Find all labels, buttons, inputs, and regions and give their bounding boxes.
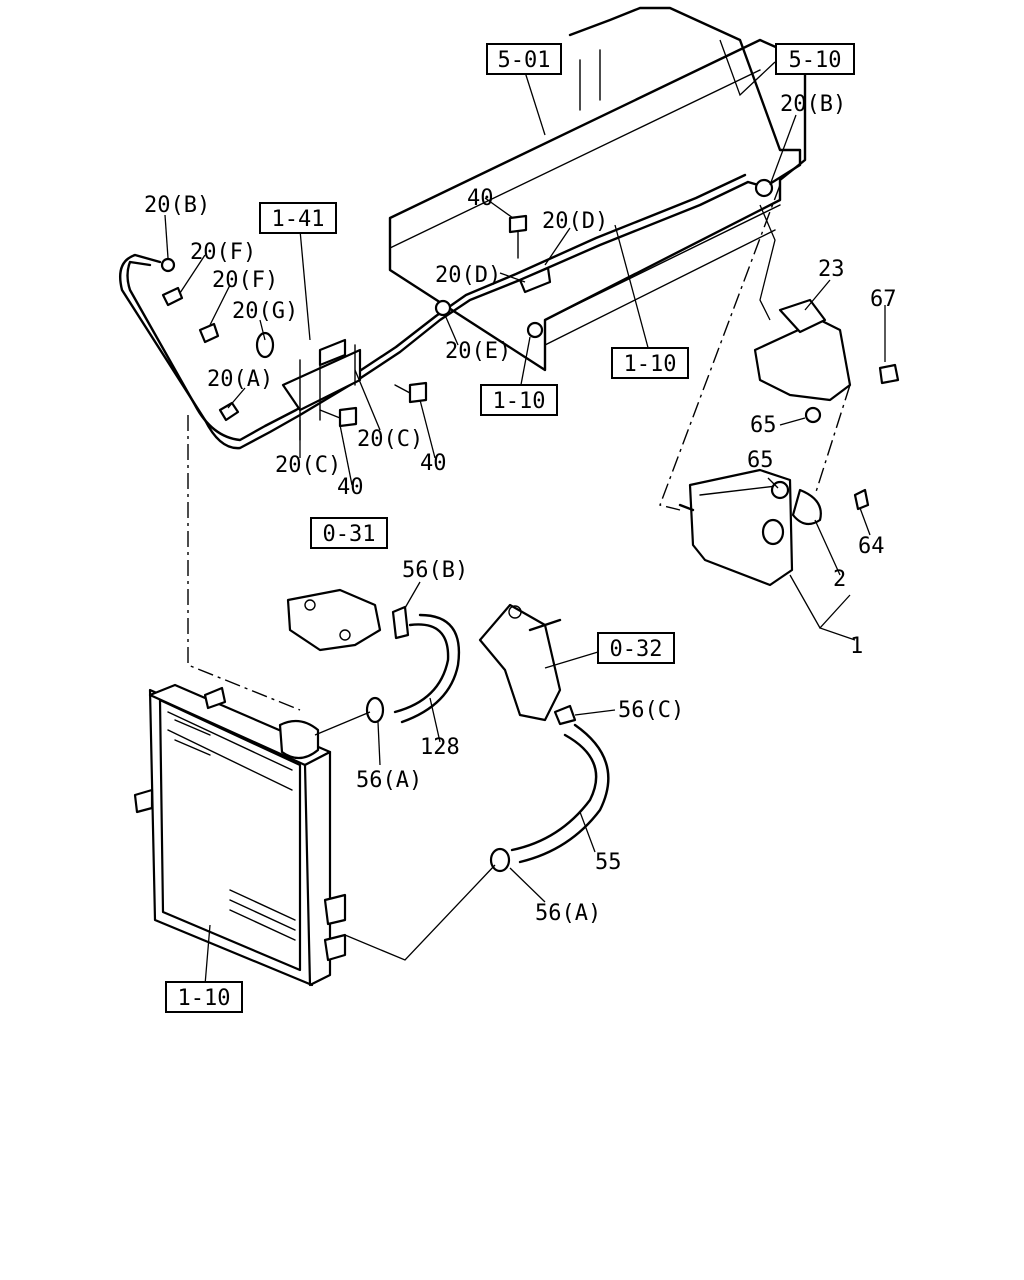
ref-label: 1-10	[493, 389, 546, 414]
hose-clamps	[365, 605, 577, 873]
callout-56A: 56(A)	[535, 901, 601, 926]
ref-box-1-41: 1-41	[259, 202, 337, 234]
callout-56C: 56(C)	[618, 698, 684, 723]
ref-label: 5-10	[789, 48, 842, 73]
thermostat-housing-032	[478, 603, 562, 722]
ref-box-0-31: 0-31	[310, 517, 388, 549]
callout-40: 40	[467, 186, 494, 211]
ref-box-1-10-bottom: 1-10	[165, 981, 243, 1013]
ref-label: 1-41	[272, 207, 325, 232]
callout-20C: 20(C)	[357, 427, 423, 452]
callout-65: 65	[747, 448, 774, 473]
leader-lines	[164, 39, 886, 986]
callout-20G: 20(G)	[232, 299, 298, 324]
connection-lines	[187, 184, 851, 961]
callout-20D: 20(D)	[435, 263, 501, 288]
hose-128	[393, 613, 461, 724]
callout-65: 65	[750, 413, 777, 438]
ref-box-5-01: 5-01	[486, 43, 562, 75]
ref-box-0-32: 0-32	[597, 632, 675, 664]
callout-1: 1	[850, 634, 863, 659]
callout-20B: 20(B)	[780, 92, 846, 117]
callout-40: 40	[420, 451, 447, 476]
radiator	[133, 683, 347, 987]
ref-label: 1-10	[624, 352, 677, 377]
callout-56A: 56(A)	[356, 768, 422, 793]
bolts-40	[319, 214, 528, 428]
callout-20B: 20(B)	[144, 193, 210, 218]
callout-20D: 20(D)	[542, 209, 608, 234]
thermostat-housing-031	[286, 588, 382, 652]
ref-box-5-10: 5-10	[775, 43, 855, 75]
callout-20A: 20(A)	[207, 367, 273, 392]
callout-2: 2	[833, 567, 846, 592]
callout-20C: 20(C)	[275, 453, 341, 478]
callout-23: 23	[818, 257, 845, 282]
callout-56B: 56(B)	[402, 558, 468, 583]
callout-55: 55	[595, 850, 622, 875]
callout-64: 64	[858, 534, 885, 559]
callout-40: 40	[337, 475, 364, 500]
reservoir-tank	[678, 298, 900, 587]
callout-labels: 20(B) 20(F) 20(F) 20(G) 20(A) 20(C) 20(C…	[144, 92, 897, 926]
overflow-hose	[118, 173, 767, 450]
hose-55	[510, 723, 610, 864]
ref-label: 1-10	[178, 986, 231, 1011]
callout-20F: 20(F)	[212, 268, 278, 293]
ref-label: 0-31	[323, 522, 376, 547]
ref-label: 0-32	[610, 637, 663, 662]
callout-20F: 20(F)	[190, 240, 256, 265]
frame-rail	[388, 6, 807, 372]
callout-20E: 20(E)	[445, 339, 511, 364]
ref-label: 5-01	[498, 48, 551, 73]
callout-128: 128	[420, 735, 460, 760]
ref-box-1-10-mid: 1-10	[611, 347, 689, 379]
hose-bracket	[281, 338, 362, 441]
hose-clips	[160, 178, 774, 422]
ref-box-1-10-center: 1-10	[480, 384, 558, 416]
callout-67: 67	[870, 287, 897, 312]
